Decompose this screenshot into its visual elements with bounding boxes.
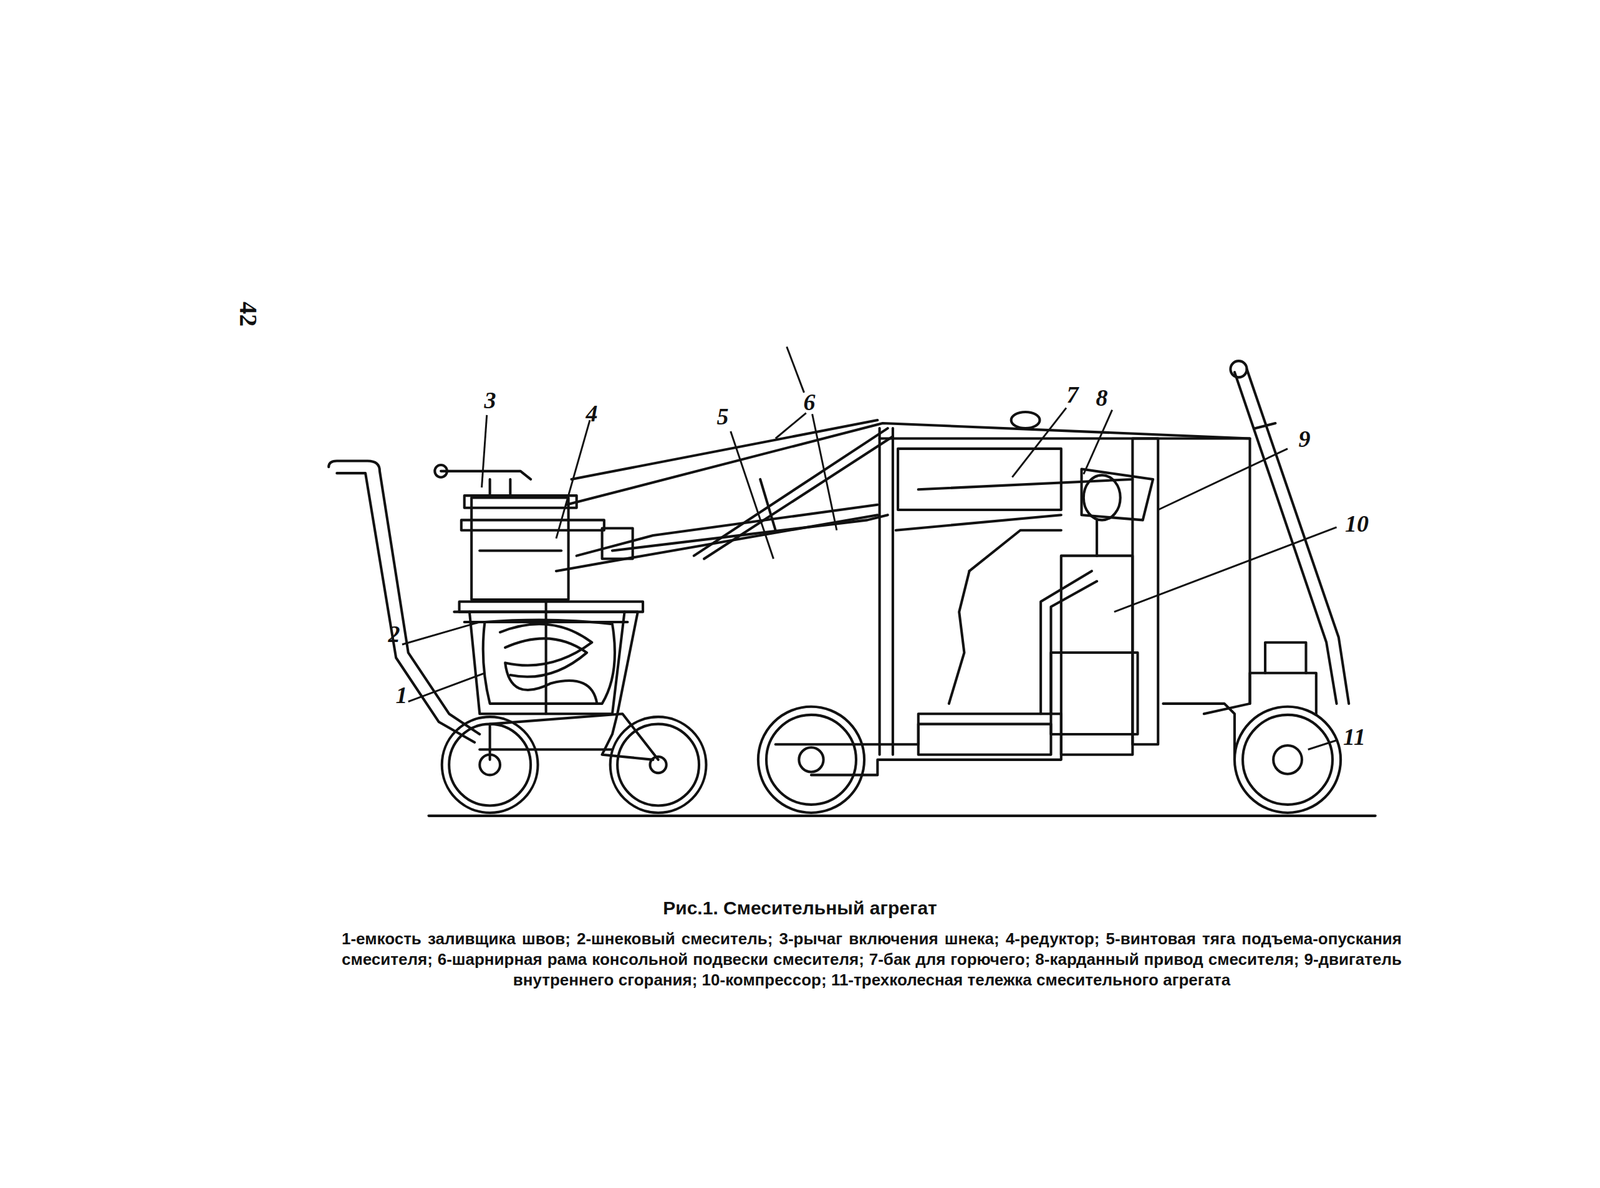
callout-number: 10 bbox=[1344, 511, 1369, 536]
callout-number: 7 bbox=[1066, 382, 1079, 407]
callout-number: 6 bbox=[803, 390, 816, 415]
callout-number: 3 bbox=[484, 388, 497, 413]
callout-number: 4 bbox=[586, 401, 598, 426]
page-number: 42 bbox=[235, 301, 261, 327]
figure-title: Рис.1. Смесительный агрегат bbox=[0, 897, 1600, 920]
callout-number: 1 bbox=[395, 683, 408, 708]
figure-caption: 1-емкость заливщика швов; 2-шнековый сме… bbox=[341, 929, 1402, 991]
callout-number: 5 bbox=[717, 404, 729, 429]
callout-number: 11 bbox=[1343, 725, 1366, 749]
callout-number: 8 bbox=[1096, 385, 1109, 410]
callout-number: 9 bbox=[1298, 427, 1311, 451]
callout-number: 2 bbox=[388, 622, 401, 646]
